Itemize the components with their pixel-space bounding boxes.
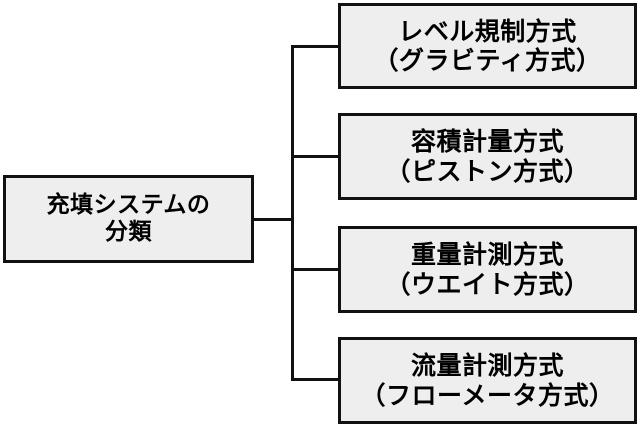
child-node-2-line-2: （ピストン方式） — [385, 156, 590, 186]
child-node-volumetric-metering: 容積計量方式 （ピストン方式） — [338, 113, 637, 200]
root-node-filling-system-classification: 充填システムの 分類 — [3, 175, 254, 263]
child-node-2-line-1: 容積計量方式 — [410, 127, 564, 156]
child-node-1-line-2: （グラビティ方式） — [373, 46, 602, 75]
connector-branch-3 — [291, 268, 339, 271]
child-node-3-line-1: 重量計測方式 — [410, 240, 564, 269]
child-node-weight-measurement: 重量計測方式 （ウエイト方式） — [338, 226, 637, 313]
connector-branch-2 — [291, 155, 339, 158]
connector-spine-vertical — [291, 45, 294, 381]
child-node-flow-measurement: 流量計測方式 （フローメータ方式） — [338, 337, 637, 424]
child-node-4-line-2: （フローメータ方式） — [360, 380, 615, 410]
child-node-level-control: レベル規制方式 （グラビティ方式） — [338, 3, 637, 89]
child-node-4-line-1: 流量計測方式 — [410, 351, 564, 380]
connector-branch-4 — [291, 378, 339, 381]
connector-trunk-horizontal — [254, 218, 294, 221]
root-node-line-1: 充填システムの — [46, 191, 211, 218]
child-node-1-line-1: レベル規制方式 — [398, 16, 577, 46]
root-node-line-2: 分類 — [105, 219, 152, 245]
connector-branch-1 — [291, 45, 339, 48]
child-node-3-line-2: （ウエイト方式） — [385, 269, 590, 299]
